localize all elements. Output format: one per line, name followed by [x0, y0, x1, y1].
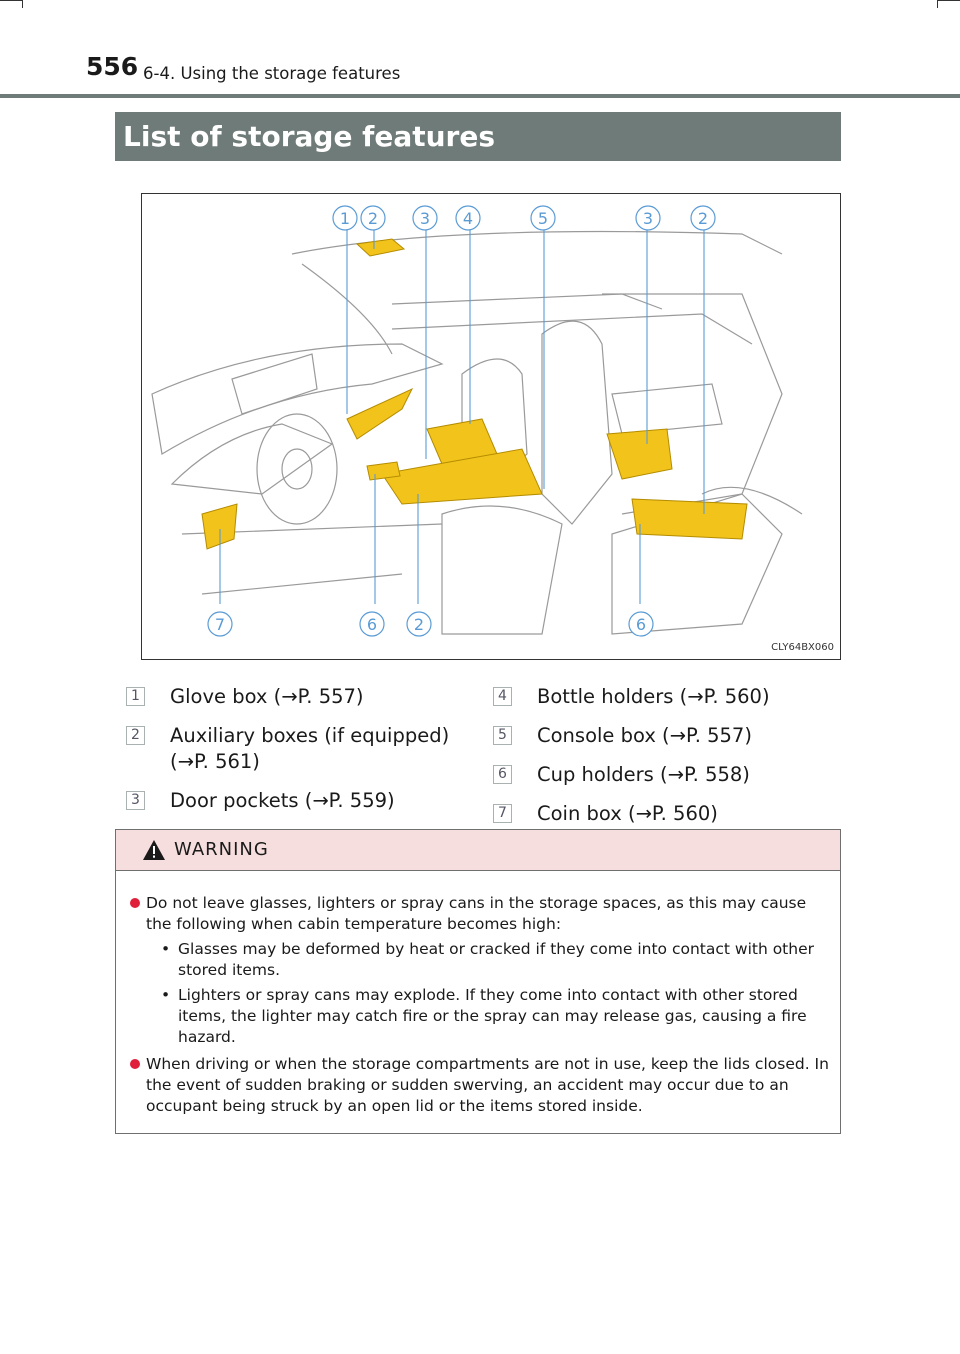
- item-text: Bottle holders (→P. 560): [537, 685, 770, 708]
- interior-illustration: 1 2 3 4 5 3 2 7 6 2 6 CLY64BX060: [141, 193, 841, 660]
- item-number: 5: [493, 726, 512, 745]
- item-number: 3: [126, 791, 145, 810]
- page-number: 556: [86, 52, 138, 81]
- item-number: 1: [126, 687, 145, 706]
- list-item: 7 Coin box (→P. 560): [493, 801, 823, 827]
- item-number: 7: [493, 804, 512, 823]
- warning-title: WARNING: [174, 839, 269, 860]
- crop-mark: [938, 0, 960, 1]
- warning-header: WARNING: [116, 830, 840, 871]
- bullet-dot-icon: •: [161, 985, 170, 1006]
- callout-2: 2: [698, 209, 708, 228]
- callout-6: 6: [367, 615, 377, 634]
- header-divider: [0, 94, 960, 98]
- callout-7: 7: [215, 615, 225, 634]
- figure-code: CLY64BX060: [771, 642, 834, 653]
- callout-3: 3: [643, 209, 653, 228]
- item-text: Coin box (→P. 560): [537, 802, 718, 825]
- warning-text: Do not leave glasses, lighters or spray …: [146, 894, 806, 933]
- warning-subitem: • Glasses may be deformed by heat or cra…: [146, 939, 830, 981]
- callout-3: 3: [420, 209, 430, 228]
- car-interior-drawing: 1 2 3 4 5 3 2 7 6 2 6: [142, 194, 841, 660]
- bullet-dot-icon: •: [161, 939, 170, 960]
- callout-1: 1: [340, 209, 350, 228]
- item-text: Door pockets (→P. 559): [170, 789, 395, 812]
- auxiliary-box-highlight: [357, 239, 404, 256]
- item-text: Glove box (→P. 557): [170, 685, 364, 708]
- callout-2: 2: [368, 209, 378, 228]
- list-item: 2 Auxiliary boxes (if equipped) (→P. 561…: [126, 723, 456, 775]
- warning-body: Do not leave glasses, lighters or spray …: [116, 871, 840, 1117]
- storage-list-left: 1 Glove box (→P. 557) 2 Auxiliary boxes …: [126, 684, 456, 827]
- storage-list-right: 4 Bottle holders (→P. 560) 5 Console box…: [493, 684, 823, 840]
- list-item: 6 Cup holders (→P. 558): [493, 762, 823, 788]
- list-item: 1 Glove box (→P. 557): [126, 684, 456, 710]
- page-title: List of storage features: [115, 112, 841, 161]
- crop-mark: [0, 0, 22, 1]
- list-item: 3 Door pockets (→P. 559): [126, 788, 456, 814]
- warning-bullet: Do not leave glasses, lighters or spray …: [130, 893, 830, 1048]
- warning-subtext: Glasses may be deformed by heat or crack…: [178, 940, 814, 979]
- warning-triangle-icon: [142, 839, 166, 861]
- item-text: Cup holders (→P. 558): [537, 763, 750, 786]
- crop-mark: [937, 0, 938, 8]
- door-pocket-highlight: [607, 429, 672, 479]
- list-item: 5 Console box (→P. 557): [493, 723, 823, 749]
- section-title: 6-4. Using the storage features: [143, 64, 400, 83]
- rear-console-highlight: [632, 499, 747, 539]
- callout-2: 2: [414, 615, 424, 634]
- callout-6: 6: [636, 615, 646, 634]
- callout-4: 4: [463, 209, 473, 228]
- item-number: 2: [126, 726, 145, 745]
- warning-box: WARNING Do not leave glasses, lighters o…: [115, 829, 841, 1134]
- warning-bullet: When driving or when the storage compart…: [130, 1054, 830, 1117]
- warning-text: When driving or when the storage compart…: [146, 1055, 829, 1115]
- list-item: 4 Bottle holders (→P. 560): [493, 684, 823, 710]
- item-number: 4: [493, 687, 512, 706]
- warning-subtext: Lighters or spray cans may explode. If t…: [178, 986, 807, 1046]
- crop-mark: [22, 0, 23, 8]
- warning-subitem: • Lighters or spray cans may explode. If…: [146, 985, 830, 1048]
- item-text: Console box (→P. 557): [537, 724, 752, 747]
- callout-5: 5: [538, 209, 548, 228]
- glove-box-highlight: [347, 389, 412, 439]
- item-number: 6: [493, 765, 512, 784]
- item-text: Auxiliary boxes (if equipped) (→P. 561): [170, 724, 449, 773]
